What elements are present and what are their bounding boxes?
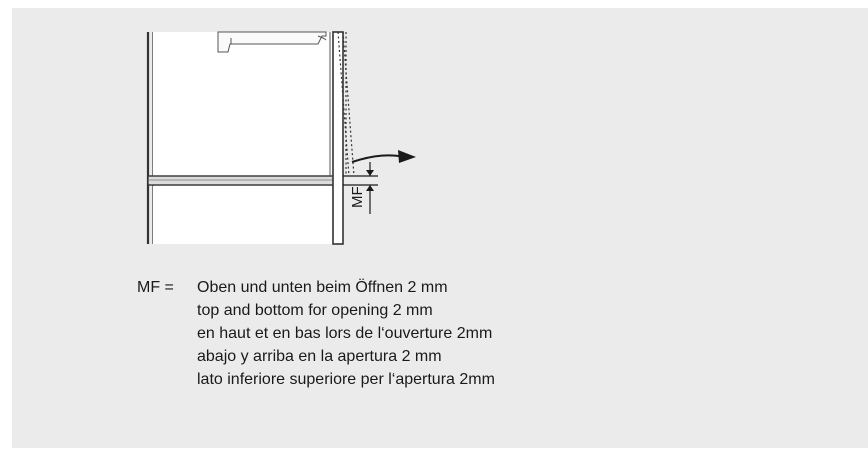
mf-label: MF <box>349 186 366 208</box>
legend-line-it: lato inferiore superiore per l‘apertura … <box>197 371 495 388</box>
upper-cabinet-interior <box>153 32 333 176</box>
mf-dimension <box>343 162 378 214</box>
legend-line-de: Oben und unten beim Öffnen 2 mm <box>197 279 448 296</box>
door-open-outline <box>337 31 355 177</box>
legend-lines: Oben und unten beim Öffnen 2 mm top and … <box>197 276 495 391</box>
legend-line-en: top and bottom for opening 2 mm <box>197 302 433 319</box>
opening-arrow <box>351 150 416 163</box>
shelf <box>147 175 337 186</box>
cabinet-left-wall <box>146 32 154 244</box>
legend-row: MF = Oben und unten beim Öffnen 2 mm top… <box>137 276 495 391</box>
legend: MF = Oben und unten beim Öffnen 2 mm top… <box>137 276 495 391</box>
legend-line-fr: en haut et en bas lors de l‘ouverture 2m… <box>197 325 493 342</box>
legend-key: MF = <box>137 279 174 296</box>
appliance-shape <box>217 31 327 53</box>
legend-line-es: abajo y arriba en la apertura 2 mm <box>197 348 442 365</box>
lower-cabinet-interior <box>153 186 333 244</box>
